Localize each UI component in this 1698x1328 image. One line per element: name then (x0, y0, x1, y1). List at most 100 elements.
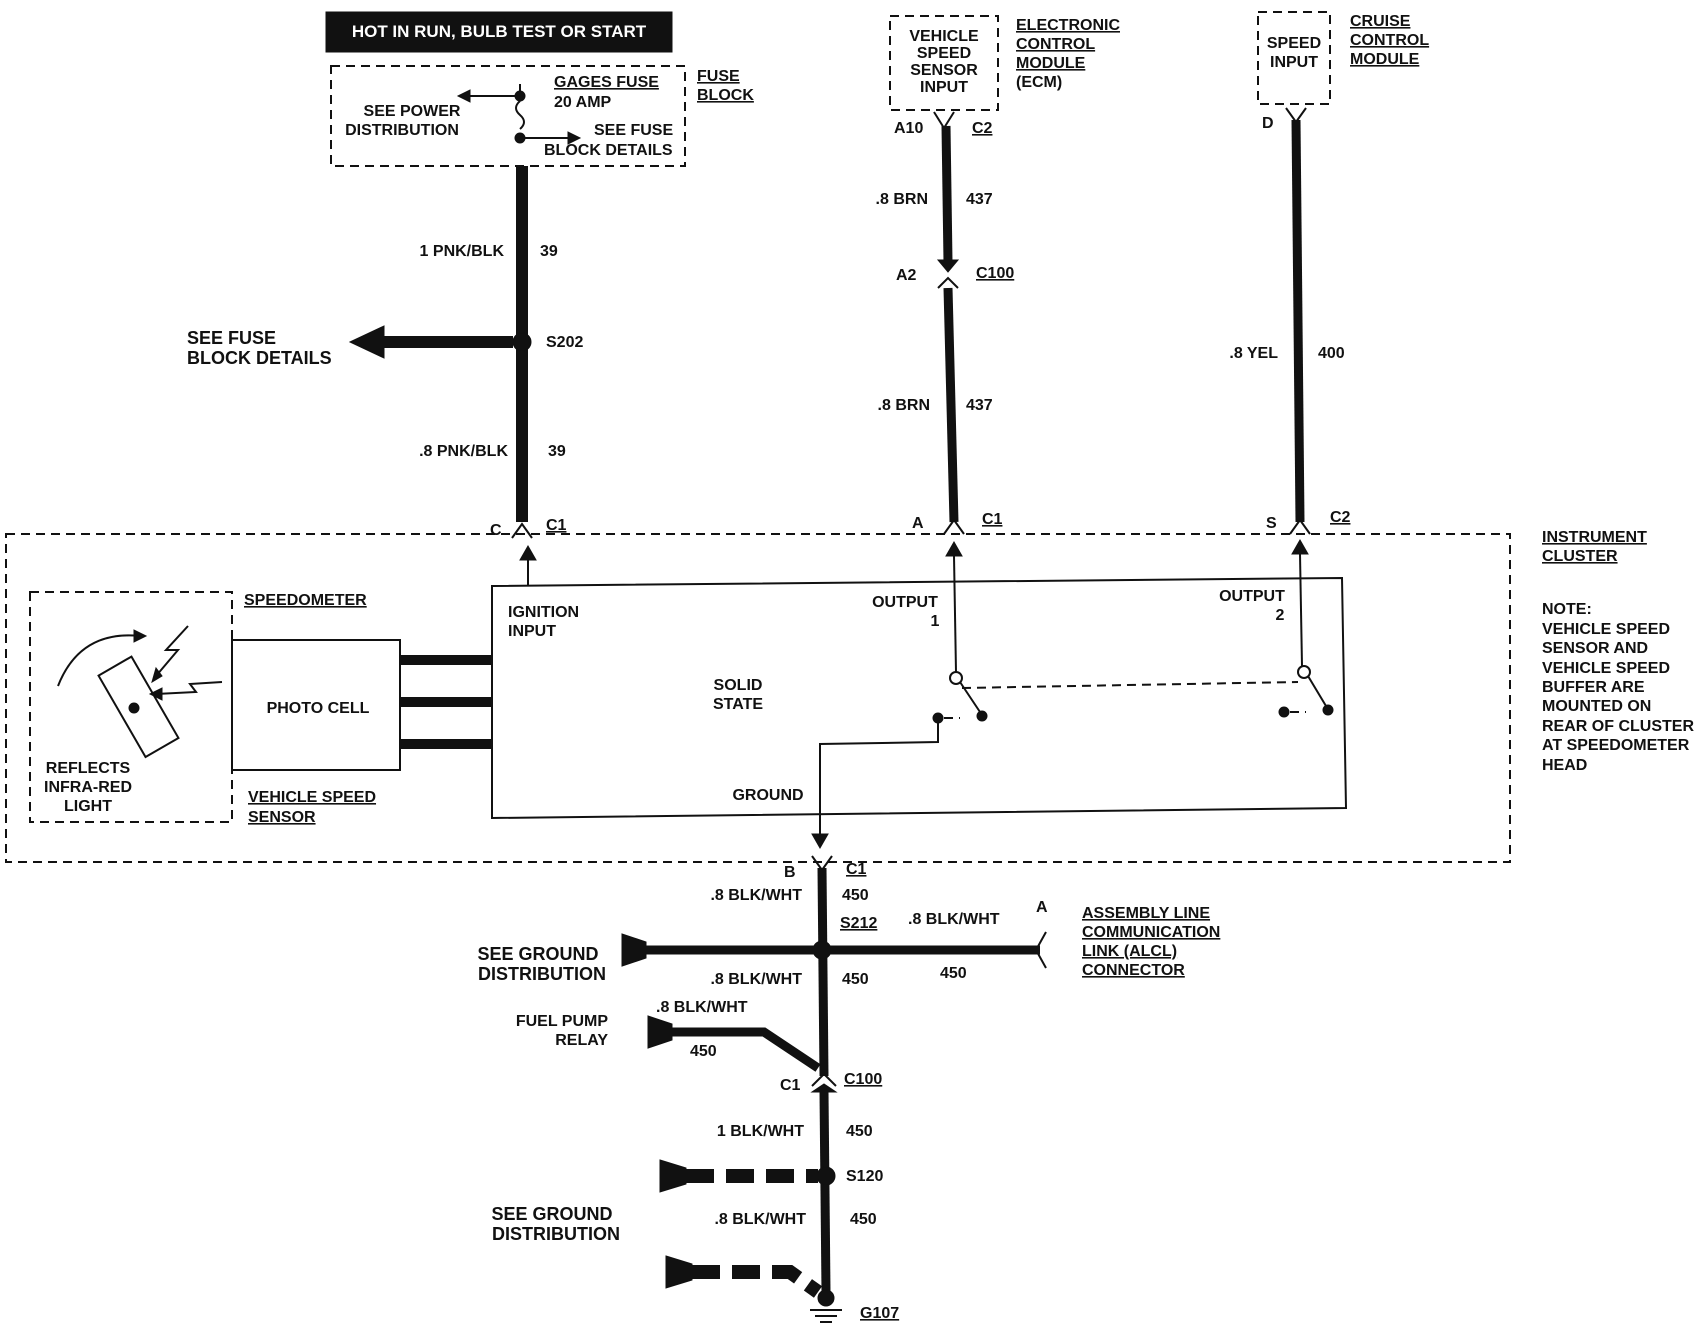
note-line-1: NOTE: (1542, 601, 1592, 618)
wire-437-upper-circuit: 437 (966, 191, 993, 208)
ecm-module-1: ELECTRONIC (1016, 17, 1120, 34)
output2-2: 2 (1276, 607, 1285, 624)
fuse-name: GAGES FUSE (554, 74, 659, 91)
output2-lead (1299, 553, 1303, 667)
output1-switch-arm (959, 681, 981, 713)
ecm-box-line-2: SPEED (917, 45, 971, 62)
fuse-block-label-1: FUSE (697, 68, 740, 85)
output1-switch-node (949, 671, 963, 685)
reflector-icon (97, 655, 180, 759)
reflects-1: REFLECTS (46, 760, 131, 777)
ecm-box-line-3: SENSOR (910, 62, 978, 79)
see-fuse-branch-arrow-icon (348, 325, 385, 359)
ecm-connector-c2: C2 (972, 120, 993, 137)
output1-arrow-icon (945, 540, 963, 557)
alcl-1: ASSEMBLY LINE (1082, 905, 1210, 922)
rotation-arrow-icon (133, 629, 148, 643)
lightning-tip-icon-1 (151, 666, 163, 684)
note-line-2: VEHICLE SPEED (1542, 621, 1670, 638)
ground-label: GROUND (732, 787, 803, 804)
cluster-label-1: INSTRUMENT (1542, 529, 1647, 546)
wire-450-4-color: .8 BLK/WHT (714, 1211, 806, 1228)
c1-ignition-connector-icon (511, 522, 533, 539)
ignition-input-2: INPUT (508, 623, 556, 640)
see-ground-1-line-1: SEE GROUND (477, 944, 598, 964)
c1-output1-connector-icon (943, 518, 965, 535)
cluster-note: NOTE: VEHICLE SPEED SENSOR AND VEHICLE S… (1542, 601, 1694, 774)
splice-s202: S202 (546, 334, 583, 351)
photo-cell-label: PHOTO CELL (267, 700, 370, 717)
see-ground-1-arrow-icon (621, 933, 647, 967)
splice-s202-dot (512, 332, 532, 352)
ground-inline-pin-c1: C1 (780, 1077, 801, 1094)
ecm-inline-connector-c100: C100 (976, 265, 1014, 282)
cruise-module-1: CRUISE (1350, 13, 1411, 30)
output-link-dashed (961, 681, 1299, 689)
output2-arrow-icon (1291, 538, 1309, 555)
ground-point-g107: G107 (860, 1305, 899, 1322)
wire-450-1-circuit: 450 (842, 887, 869, 904)
splice-s120: S120 (846, 1168, 883, 1185)
solid-state-box (491, 576, 1348, 820)
fuse-rating: 20 AMP (554, 94, 612, 111)
vss-label-2: SENSOR (248, 809, 316, 826)
alcl-connector-icon (1034, 931, 1047, 969)
fuse-element-icon (515, 100, 525, 130)
solid-state-2: STATE (713, 696, 763, 713)
fuel-pump-wire (672, 1027, 821, 1072)
c100-ground-male-icon (810, 1083, 838, 1093)
output1-2: 1 (931, 613, 940, 630)
ecm-box (889, 15, 999, 111)
wire-400-color: .8 YEL (1229, 345, 1278, 362)
fuel-pump-arrow-icon (647, 1015, 673, 1049)
output2-switch-node (1297, 665, 1311, 679)
ground-pin-b: B (784, 864, 796, 881)
ecm-box-line-1: VEHICLE (909, 28, 979, 45)
see-ground-2-line-2: DISTRIBUTION (492, 1224, 620, 1244)
output2-switch-arm (1307, 675, 1327, 707)
ecm-module-4: (ECM) (1016, 74, 1062, 91)
wire-450-4-circuit: 450 (850, 1211, 877, 1228)
note-line-3: SENSOR AND (1542, 640, 1648, 657)
cluster-label-2: CLUSTER (1542, 548, 1618, 565)
wire-450-lower (819, 1091, 831, 1293)
output2-1: OUTPUT (1219, 588, 1285, 605)
ignition-input-1: IGNITION (508, 604, 579, 621)
vss-label-1: VEHICLE SPEED (248, 789, 376, 806)
ecm-pin-a: A (912, 515, 924, 532)
wire-450-upper (817, 867, 829, 1077)
cruise-box-line-1: SPEED (1267, 35, 1321, 52)
note-line-5: BUFFER ARE (1542, 679, 1645, 696)
ground-arrow-icon (811, 833, 829, 850)
reflects-3: LIGHT (64, 798, 112, 815)
see-power-1: SEE POWER (364, 103, 461, 120)
see-ground-2-line-1: SEE GROUND (491, 1204, 612, 1224)
fuse-block-box (330, 65, 686, 167)
alcl-3: LINK (ALCL) (1082, 943, 1177, 960)
ground-connector-c1: C1 (846, 861, 867, 878)
see-fuse-arrow-icon (567, 131, 582, 145)
lightning-icon-2 (155, 681, 223, 695)
header-banner-box (325, 11, 673, 53)
wire-39-upper-circuit: 39 (540, 243, 558, 260)
note-line-4: VEHICLE SPEED (1542, 660, 1670, 677)
internal-ground-path (819, 718, 939, 836)
splice-s212: S212 (840, 915, 877, 932)
solid-state-1: SOLID (714, 677, 763, 694)
see-power-arrow-icon (456, 89, 471, 103)
wire-450-2-circuit: 450 (842, 971, 869, 988)
cruise-module-3: MODULE (1350, 51, 1420, 68)
cruise-pin-d: D (1262, 115, 1274, 132)
see-ground-1-line-2: DISTRIBUTION (478, 964, 606, 984)
ground-inline-connector-c100: C100 (844, 1071, 882, 1088)
wire-437-upper (941, 125, 953, 263)
fuel-wire-circuit: 450 (690, 1043, 717, 1060)
connector-c2-output2: C2 (1330, 509, 1351, 526)
wire-450-3-circuit: 450 (846, 1123, 873, 1140)
ecm-module-3: MODULE (1016, 55, 1086, 72)
instrument-cluster-box (5, 533, 1511, 863)
cruise-pin-s: S (1266, 515, 1277, 532)
wire-450-1-color: .8 BLK/WHT (710, 887, 802, 904)
connector-c1-output1: C1 (982, 511, 1003, 528)
wire-450-3-color: 1 BLK/WHT (717, 1123, 804, 1140)
